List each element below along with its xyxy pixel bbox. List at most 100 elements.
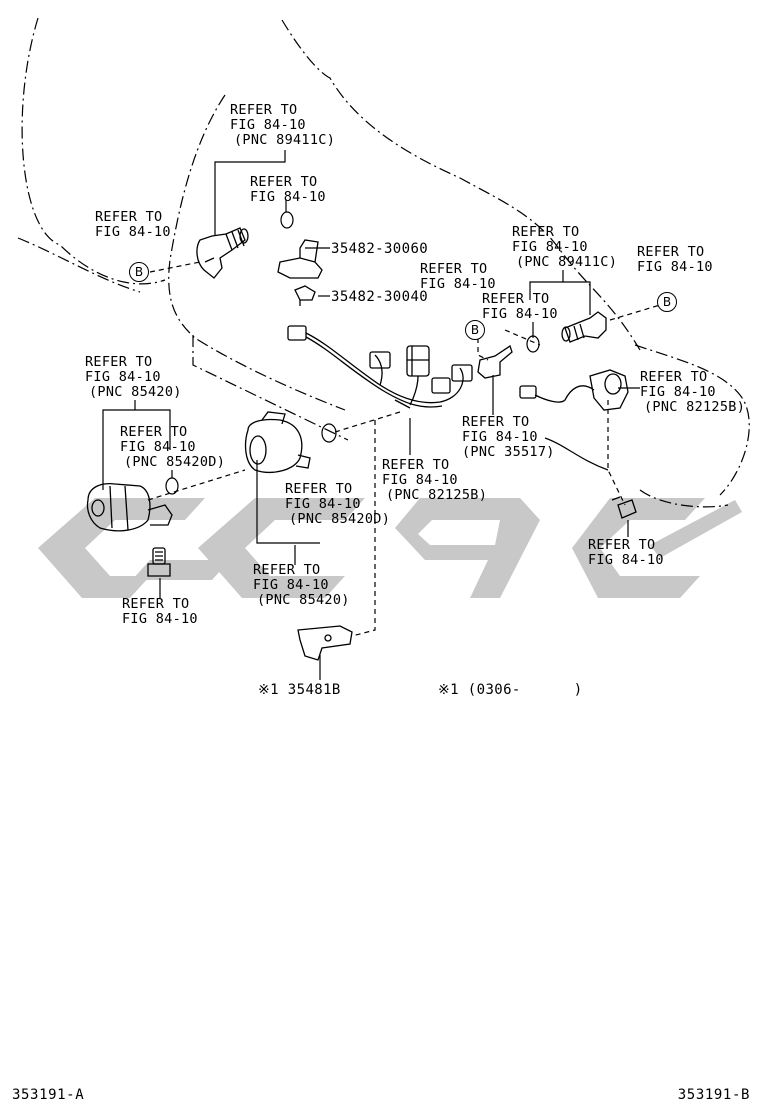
callout-line: FIG 84-10 xyxy=(512,239,588,255)
guide-line xyxy=(351,420,376,637)
callout-line: REFER TO xyxy=(420,261,488,277)
watermark-stroke-1 xyxy=(38,498,205,598)
o-ring-icon xyxy=(526,335,540,353)
bracket-icon xyxy=(297,625,353,661)
speed-sensor-icon xyxy=(196,227,249,279)
callout-line: REFER TO xyxy=(285,481,353,497)
refer-callout[interactable]: REFER TO FIG 84-10 (PNC 85420) xyxy=(85,355,182,400)
refer-callout[interactable]: REFER TO FIG 84-10 (PNC 85420D) xyxy=(120,425,225,470)
actuator-icon xyxy=(244,411,311,473)
callout-line: REFER TO xyxy=(230,102,298,118)
wire-harness-icon xyxy=(287,325,473,409)
callout-line: REFER TO xyxy=(85,354,153,370)
refer-callout[interactable]: REFER TO FIG 84-10 (PNC 85420D) xyxy=(285,482,390,527)
callout-line: FIG 84-10 xyxy=(253,577,329,593)
watermark-stroke-6 xyxy=(650,500,742,558)
reference-marker-b: B xyxy=(129,262,149,282)
refer-callout[interactable]: REFER TO FIG 84-10 xyxy=(420,262,496,292)
callout-line: REFER TO xyxy=(120,424,188,440)
leader-line xyxy=(544,437,609,471)
refer-callout[interactable]: REFER TO FIG 84-10 xyxy=(588,538,664,568)
o-ring-icon xyxy=(321,423,337,443)
reference-marker-b: B xyxy=(465,320,485,340)
vehicle-speed-sensor-icon xyxy=(519,369,629,411)
note-part-label[interactable]: ※1 35481B xyxy=(258,682,341,698)
engine-outline-dashed xyxy=(634,344,750,496)
refer-callout[interactable]: REFER TO FIG 84-10 xyxy=(95,210,171,240)
guide-line xyxy=(477,338,489,361)
bracket-icon xyxy=(277,239,323,279)
callout-line: FIG 84-10 xyxy=(382,472,458,488)
callout-line: REFER TO xyxy=(253,562,321,578)
o-ring-icon xyxy=(165,477,179,495)
bracket-icon xyxy=(477,344,513,379)
refer-callout[interactable]: REFER TO FIG 84-10 (PNC 82125B) xyxy=(382,458,487,503)
watermark-stroke-3 xyxy=(198,498,365,598)
callout-line: REFER TO xyxy=(588,537,656,553)
bolt-icon xyxy=(611,496,637,519)
refer-callout[interactable]: REFER TO FIG 84-10 (PNC 35517) xyxy=(462,415,555,460)
callout-line: REFER TO xyxy=(482,291,550,307)
callout-line: (PNC 85420D) xyxy=(289,511,391,527)
guide-line xyxy=(504,329,541,346)
callout-line: REFER TO xyxy=(462,414,530,430)
callout-line: FIG 84-10 xyxy=(285,496,361,512)
guide-line xyxy=(334,411,401,433)
refer-callout[interactable]: REFER TO FIG 84-10 xyxy=(122,597,198,627)
callout-line: REFER TO xyxy=(250,174,318,190)
callout-line: (PNC 35517) xyxy=(462,444,555,460)
refer-callout[interactable]: REFER TO FIG 84-10 xyxy=(482,292,558,322)
engine-outline-dashed xyxy=(639,489,729,508)
callout-line: (PNC 89411C) xyxy=(234,132,336,148)
callout-line: REFER TO xyxy=(637,244,705,260)
watermark-stroke-4 xyxy=(395,498,540,598)
callout-line: REFER TO xyxy=(95,209,163,225)
engine-outline-dashed xyxy=(192,335,349,441)
callout-line: (PNC 85420) xyxy=(257,592,350,608)
callout-line: REFER TO xyxy=(122,596,190,612)
leader-line xyxy=(102,400,171,490)
refer-callout[interactable]: REFER TO FIG 84-10 (PNC 89411C) xyxy=(230,103,335,148)
callout-line: (PNC 89411C) xyxy=(516,254,618,270)
diagram-id-right: 353191-B xyxy=(677,1087,750,1103)
callout-line: FIG 84-10 xyxy=(120,439,196,455)
callout-line: REFER TO xyxy=(512,224,580,240)
callout-line: FIG 84-10 xyxy=(250,189,326,205)
leader-line xyxy=(256,460,320,544)
refer-callout[interactable]: REFER TO FIG 84-10 (PNC 85420) xyxy=(253,563,350,608)
actuator-icon xyxy=(86,482,173,532)
refer-callout[interactable]: REFER TO FIG 84-10 (PNC 82125B) xyxy=(640,370,745,415)
bolt-icon xyxy=(147,547,171,577)
guide-line xyxy=(607,400,626,506)
callout-line: FIG 84-10 xyxy=(85,369,161,385)
callout-line: FIG 84-10 xyxy=(482,306,558,322)
refer-callout[interactable]: REFER TO FIG 84-10 xyxy=(250,175,326,205)
callout-line: (PNC 82125B) xyxy=(644,399,746,415)
o-ring-icon xyxy=(280,211,294,229)
refer-callout[interactable]: REFER TO FIG 84-10 (PNC 89411C) xyxy=(512,225,617,270)
diagram-id-left: 353191-A xyxy=(12,1087,85,1103)
engine-outline-dashed xyxy=(168,94,346,411)
leader-line xyxy=(214,150,286,235)
refer-callout[interactable]: REFER TO FIG 84-10 xyxy=(637,245,713,275)
reference-marker-b: B xyxy=(657,292,677,312)
callout-line: REFER TO xyxy=(640,369,708,385)
callout-line: FIG 84-10 xyxy=(122,611,198,627)
guide-line xyxy=(147,469,246,501)
callout-line: (PNC 85420) xyxy=(89,384,182,400)
part-number-label[interactable]: 35482-30040 xyxy=(331,289,429,305)
clamp-icon xyxy=(294,285,316,306)
callout-line: FIG 84-10 xyxy=(462,429,538,445)
engine-outline-dashed xyxy=(21,17,166,285)
callout-line: (PNC 82125B) xyxy=(386,487,488,503)
watermark-stroke-2 xyxy=(132,560,230,580)
note-range-label: ※1 (0306- ) xyxy=(438,682,583,698)
callout-line: FIG 84-10 xyxy=(640,384,716,400)
callout-line: FIG 84-10 xyxy=(230,117,306,133)
part-number-label[interactable]: 35482-30060 xyxy=(331,241,429,257)
leader-line xyxy=(529,270,591,315)
engine-outline-dashed xyxy=(17,237,141,293)
